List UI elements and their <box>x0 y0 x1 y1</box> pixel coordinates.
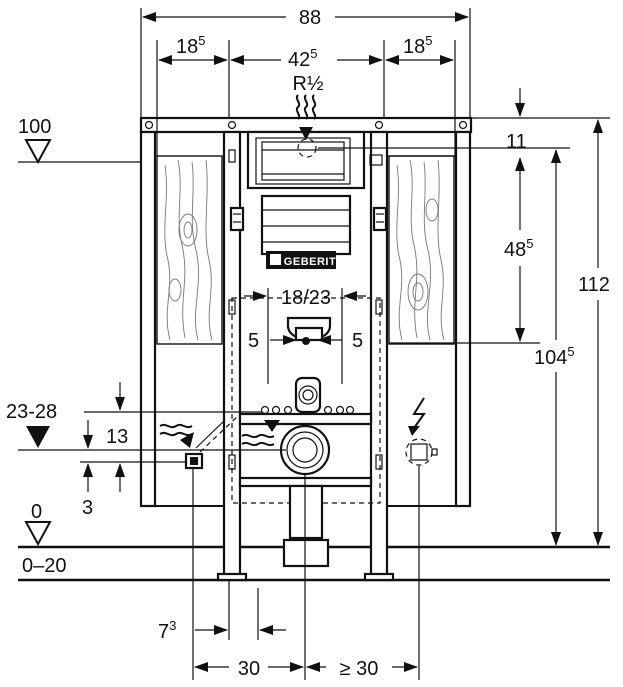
dim-pipe-offset: 3 <box>82 497 93 519</box>
dim-floor-range: 0–20 <box>22 555 67 577</box>
dim-height-total: 112 <box>578 274 610 296</box>
dim-fixing-spacing: 18/23 <box>281 287 331 309</box>
cistern: GEBERIT <box>246 130 383 269</box>
mounting-frame <box>139 116 473 582</box>
wood-panel-right <box>388 155 455 345</box>
dim-center: 425 <box>288 46 317 71</box>
triangle-level-icon <box>24 139 52 547</box>
wood-panel-left <box>156 155 223 345</box>
brand-logo: GEBERIT <box>284 256 336 268</box>
wavy-arrow-icon-left <box>159 423 194 448</box>
dimension-labels: 88 185 425 185 R½ 100 11 485 112 1045 18… <box>6 7 610 680</box>
dim-height-100: 100 <box>18 116 51 138</box>
dim-floor-level: 0 <box>31 501 42 523</box>
wall-brackets <box>229 206 388 232</box>
power-socket <box>405 438 438 466</box>
wavy-arrow-icon <box>295 94 317 140</box>
dim-right-side: 185 <box>403 33 432 58</box>
wavy-arrow-icon-center <box>241 420 280 447</box>
dim-right-fixing: 5 <box>352 330 363 352</box>
dim-total-width: 88 <box>299 7 321 29</box>
dim-pipe-left: 73 <box>158 618 176 643</box>
dim-supply-connection: R½ <box>292 73 323 95</box>
dim-width-left: 30 <box>238 658 260 680</box>
bowl-connection <box>260 316 355 568</box>
dim-drain-offset: 13 <box>106 426 128 448</box>
water-socket <box>184 415 239 470</box>
dim-width-right: ≥ 30 <box>340 658 379 680</box>
lightning-icon <box>408 397 426 436</box>
dim-cistern-height: 485 <box>504 236 533 261</box>
dim-left-side: 185 <box>176 33 205 58</box>
dim-top-offset: 11 <box>506 131 527 153</box>
dim-left-fixing: 5 <box>248 330 259 352</box>
dim-drain-height: 23-28 <box>6 401 57 423</box>
dim-frame-height: 1045 <box>534 344 575 369</box>
dimension-lines <box>18 8 610 680</box>
